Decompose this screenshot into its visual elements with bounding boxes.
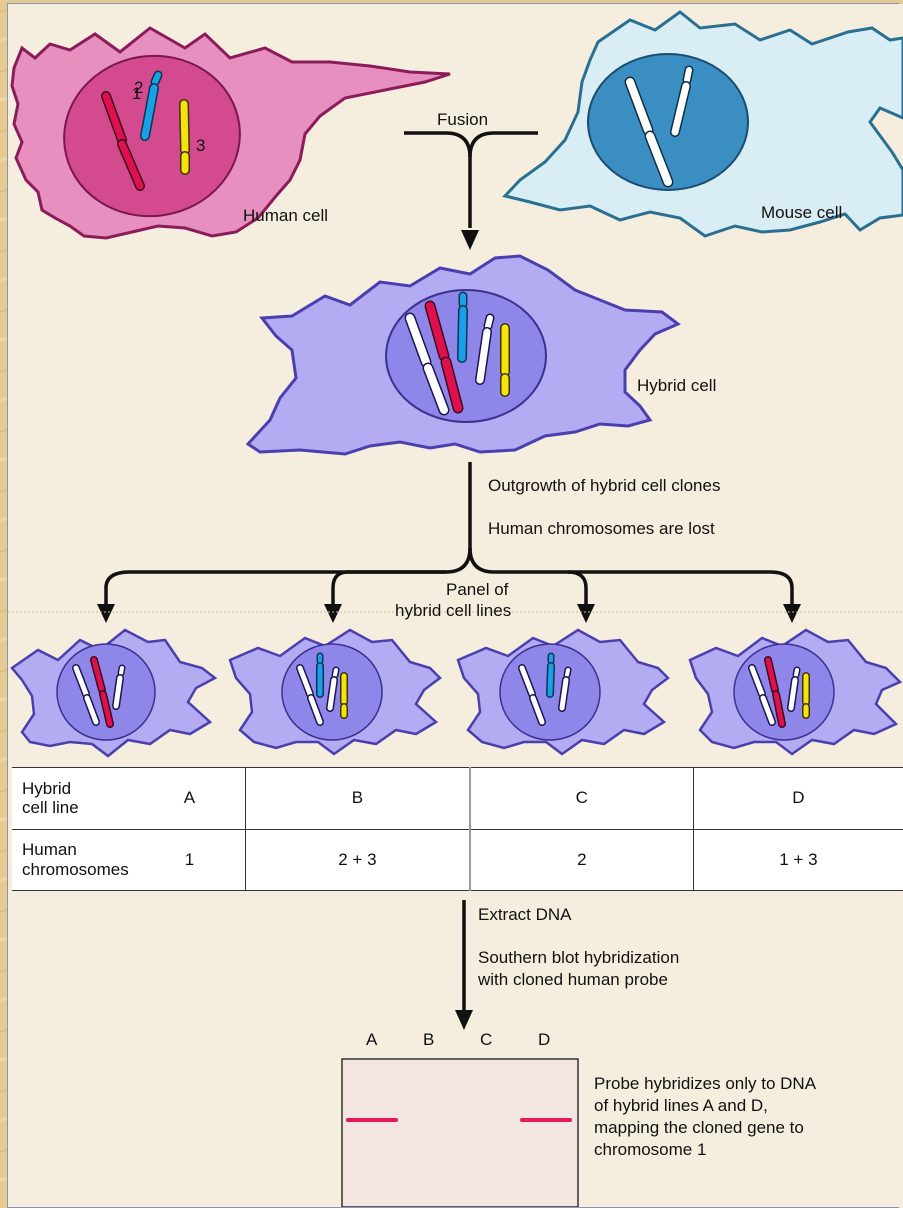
conclusion-line2: of hybrid lines A and D,: [594, 1096, 768, 1115]
extract-arrowhead: [455, 1010, 473, 1030]
hybrid-cell-line-table: Hybrid cell line A B C D Human chromosom…: [12, 767, 903, 891]
chromosomes-a-value: 1: [133, 828, 246, 891]
hybrid-chromosome-2: [457, 291, 468, 363]
blot-lane-label-b: B: [423, 1030, 435, 1049]
blot-lane-label-a: A: [366, 1030, 378, 1049]
chromosomes-c-value: 2: [468, 828, 694, 891]
fusion-arrowhead: [461, 230, 479, 250]
row-header-line: Hybrid: [22, 778, 72, 798]
cell-line-b-value: B: [244, 767, 471, 830]
conclusion-line3: mapping the cloned gene to: [594, 1118, 804, 1137]
panel-title-line2: hybrid cell lines: [395, 601, 512, 620]
mouse-cell: [502, 10, 903, 238]
human-chromosome-1: [101, 91, 145, 191]
fusion-label: Fusion: [437, 110, 489, 129]
extract-dna-text: Extract DNA: [478, 905, 572, 924]
fusion-connector: [404, 131, 538, 228]
cell-line-a-value: A: [133, 767, 246, 830]
cell-line-d: [688, 628, 903, 756]
blot-membrane: [341, 1058, 579, 1208]
human-cell-label: Human cell: [243, 206, 329, 225]
southern-blot-line2: with cloned human probe: [478, 970, 668, 989]
hybrid-chromosome-1: [424, 300, 464, 414]
human-chromosome-2: [140, 70, 163, 141]
conclusion-line4: chromosome 1: [594, 1140, 707, 1159]
cell-line-c-value: C: [468, 767, 694, 830]
row-header-line: Human: [22, 840, 77, 860]
hybrid-cell: [245, 254, 681, 456]
blot-lane-label-c: C: [480, 1030, 493, 1049]
branch-arrowhead: [97, 604, 115, 623]
outgrowth-tree: [104, 462, 794, 604]
cell-line-b: [228, 628, 442, 756]
human-cell: [10, 26, 451, 240]
chromosomes-lost-text: Human chromosomes are lost: [488, 519, 715, 538]
hybrid-chromosome-mouse-long: [404, 312, 450, 416]
table-row-cell-line: Hybrid cell line A B C D: [12, 767, 903, 830]
human-chromosome-3: [179, 99, 190, 175]
branch-arrowhead: [577, 604, 595, 623]
hybrid-cell-label: Hybrid cell: [637, 376, 717, 395]
mouse-cell-label: Mouse cell: [761, 203, 843, 222]
mouse-chromosome-long: [624, 76, 674, 188]
chromosome-number-3: 3: [196, 136, 206, 155]
hybrid-chromosome-mouse-short: [475, 313, 495, 385]
branch-arrowhead: [783, 604, 801, 623]
chromosome-number-1: 1: [132, 84, 142, 103]
chromosomes-b-value: 2 + 3: [244, 828, 471, 891]
southern-blot-line1: Southern blot hybridization: [478, 948, 680, 967]
row-header-line: cell line: [22, 798, 79, 818]
cell-line-a: [10, 628, 218, 758]
table-row-human-chromosomes: Human chromosomes 1 2 + 3 2 1 + 3: [12, 828, 903, 891]
row-header-line: chromosomes: [22, 859, 129, 879]
row-header-cell-line: Hybrid cell line: [12, 767, 134, 830]
mouse-chromosome-short: [670, 65, 694, 137]
conclusion-line1: Probe hybridizes only to DNA: [594, 1074, 817, 1093]
cell-line-d-value: D: [692, 767, 903, 830]
branch-arrowhead: [324, 604, 342, 623]
panel-title-line1: Panel of: [446, 580, 509, 599]
outgrowth-text: Outgrowth of hybrid cell clones: [488, 476, 721, 495]
chromosomes-d-value: 1 + 3: [692, 828, 903, 891]
blot-lane-label-d: D: [538, 1030, 551, 1049]
chromosome-number-2: 2: [134, 78, 144, 97]
row-header-human-chromosomes: Human chromosomes: [12, 828, 134, 891]
cell-line-c: [456, 628, 670, 756]
